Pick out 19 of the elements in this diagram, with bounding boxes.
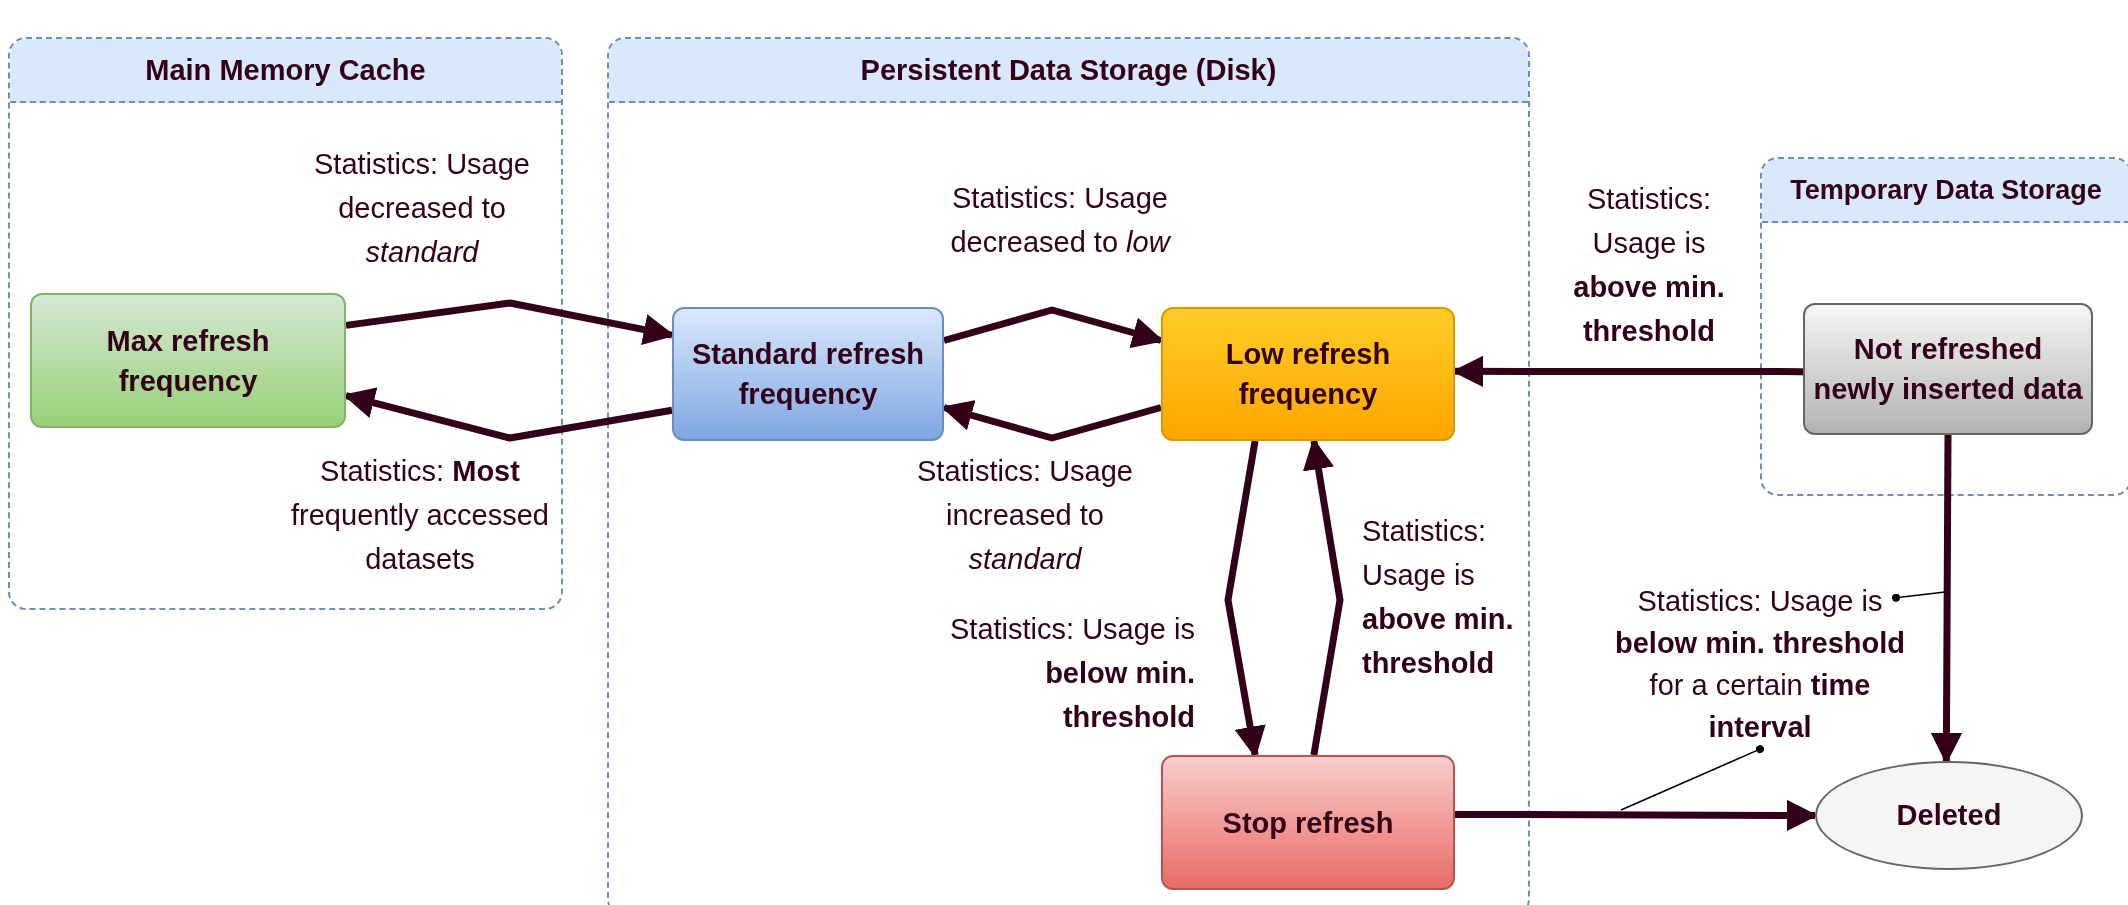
state-box: [30, 293, 346, 428]
container-panel: [1760, 157, 2128, 496]
node-text: Deleted: [1896, 799, 2002, 832]
leader-line: [1620, 745, 1764, 811]
state-box: [1803, 303, 2093, 435]
container-panel: [607, 37, 1530, 905]
panel-header: Persistent Data Storage (Disk): [609, 39, 1528, 103]
node-text: Stop refresh: [1222, 805, 1394, 841]
node-text: Not refreshed newly inserted data: [1812, 332, 2084, 407]
node-text: Standard refresh frequency: [690, 337, 926, 412]
state-box: [1161, 755, 1455, 890]
panel-header: Main Memory Cache: [10, 39, 561, 103]
state-box: [672, 307, 944, 441]
node-text: Max refresh frequency: [105, 323, 271, 399]
node-text: Low refresh frequency: [1224, 337, 1392, 412]
state-box: [1161, 307, 1455, 441]
panel-header: Temporary Data Storage: [1762, 159, 2128, 223]
leader-line: [1892, 591, 1946, 602]
annotation-text: Statistics: Usage is below min. threshold for a certain time interval: [1598, 578, 1922, 750]
